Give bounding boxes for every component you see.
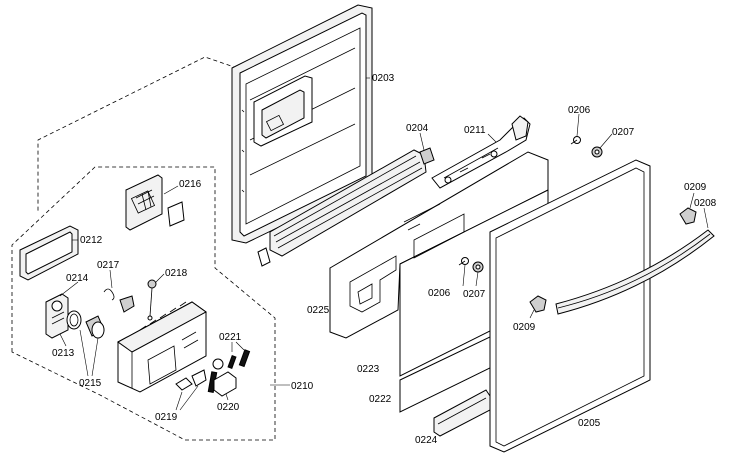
leader-0214: [59, 281, 79, 297]
label-0208: 0208: [694, 198, 717, 209]
leader-0206-upper: [576, 113, 580, 137]
leader-0216: [163, 185, 179, 195]
label-0210: 0210: [291, 381, 314, 392]
leader-0206-lower: [462, 264, 466, 287]
leader-0208: [703, 207, 709, 229]
leader-0218: [155, 273, 165, 283]
control-module-0210: [117, 301, 207, 393]
label-0206-upper: 0206: [568, 105, 591, 116]
seal-ring-0215: [66, 310, 105, 339]
screw-0206-lower: [458, 257, 469, 266]
kick-plate-0224: [433, 389, 491, 437]
springs-0219: [175, 369, 218, 393]
label-0216: 0216: [179, 179, 202, 190]
leader-0220: [225, 393, 229, 401]
label-0218: 0218: [165, 268, 188, 279]
dashed-outline-door-to-panel: [37, 56, 238, 212]
label-0222: 0222: [369, 394, 392, 405]
label-0223: 0223: [357, 364, 380, 375]
end-cap-0209-lower: [529, 295, 547, 313]
label-0220: 0220: [217, 402, 240, 413]
label-0209-upper: 0209: [684, 182, 707, 193]
handle-bar-0208: [555, 229, 715, 315]
washer-0207-lower: [472, 261, 484, 273]
label-0207-lower: 0207: [463, 289, 486, 300]
hinge-bracket-0211: [431, 115, 531, 189]
inner-door-0203: [231, 4, 373, 244]
label-0214: 0214: [66, 273, 89, 284]
label-0221: 0221: [219, 332, 242, 343]
label-0224: 0224: [415, 435, 438, 446]
label-0217: 0217: [97, 260, 120, 271]
leader-0215: [79, 329, 89, 377]
label-0204: 0204: [406, 123, 429, 134]
leader-0211: [487, 133, 497, 143]
label-0209-lower: 0209: [513, 322, 536, 333]
label-0219: 0219: [155, 412, 178, 423]
leader-0209-upper: [689, 192, 695, 209]
dispenser-cover-0216: [125, 174, 185, 231]
clip-0217: [103, 288, 135, 313]
label-0206-lower: 0206: [428, 288, 451, 299]
label-0215: 0215: [79, 378, 102, 389]
label-0207-upper: 0207: [612, 127, 635, 138]
dashed-outline-control-group: [11, 166, 276, 441]
label-0213: 0213: [52, 348, 75, 359]
label-0203: 0203: [372, 73, 395, 84]
leader-0217: [109, 269, 113, 289]
leader-0207-upper: [599, 133, 613, 149]
leader-0219: [175, 391, 183, 411]
connector-0220: [213, 371, 237, 397]
label-0205: 0205: [578, 418, 601, 429]
leader-0215b: [91, 337, 99, 377]
parts-0221: [212, 349, 251, 370]
end-cap-0209-upper: [679, 207, 697, 225]
knob-housing-0213: [45, 293, 69, 339]
label-0211: 0211: [464, 125, 486, 136]
seal-strip-0204: [257, 147, 435, 267]
label-0212: 0212: [80, 235, 103, 246]
label-0225: 0225: [307, 305, 330, 316]
leader-0221b: [235, 341, 245, 351]
frame-0212: [19, 225, 79, 281]
washer-0207-upper: [591, 146, 603, 158]
leader-0213: [59, 333, 67, 347]
leader-0204: [419, 132, 425, 151]
pin-0218: [147, 279, 157, 321]
screw-0206-upper: [570, 136, 581, 145]
leader-0209-lower: [529, 309, 535, 319]
leader-0207-lower: [475, 271, 479, 287]
leader-0219b: [179, 385, 199, 411]
